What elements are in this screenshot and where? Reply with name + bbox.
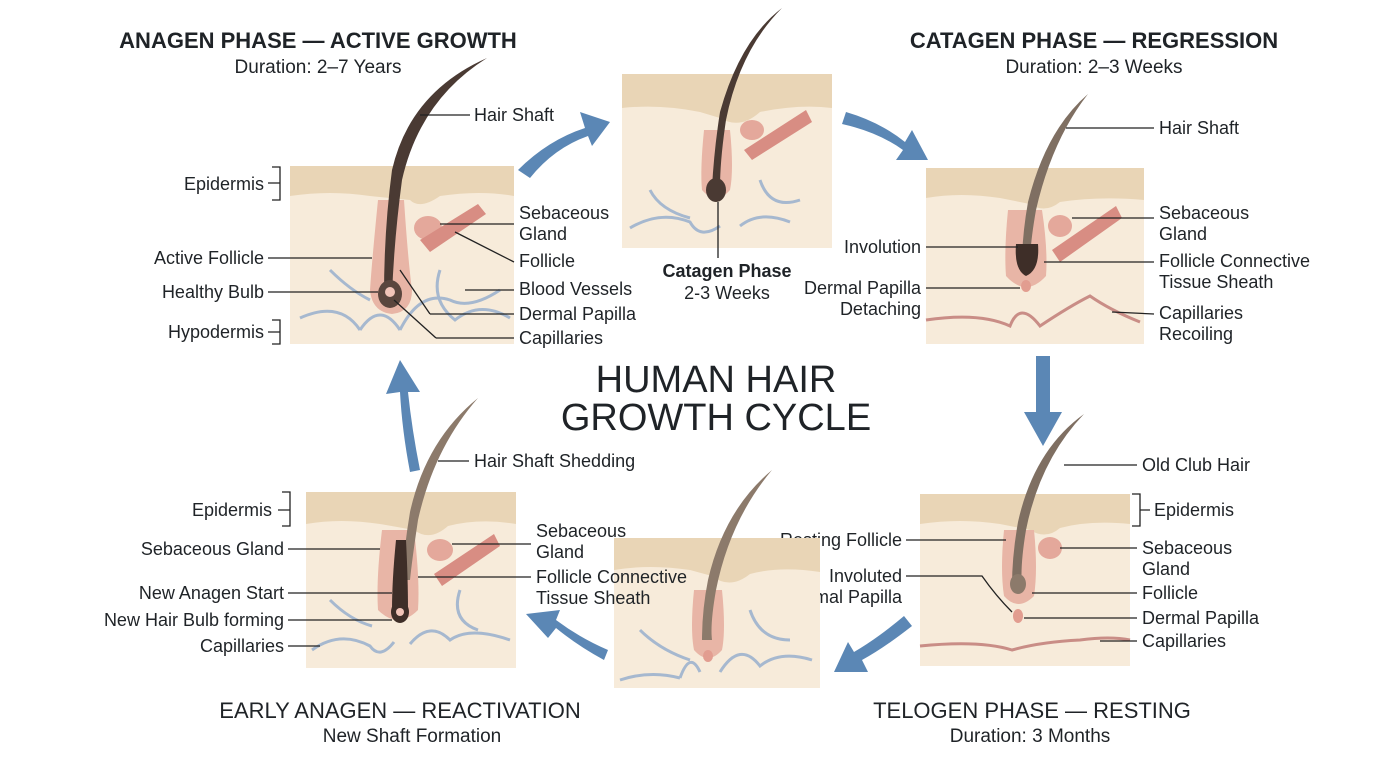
telogen-label-capillaries: Capillaries xyxy=(1142,631,1226,651)
anagen-label-healthy-bulb: Healthy Bulb xyxy=(162,282,264,302)
catagen-dermal-papilla xyxy=(1021,280,1031,292)
anagen-label-epidermis: Epidermis xyxy=(184,174,264,194)
catagen-mini-caption: Catagen Phase xyxy=(662,261,791,281)
early-label-new-anagen-start: New Anagen Start xyxy=(139,583,284,603)
early-label-capillaries: Capillaries xyxy=(200,636,284,656)
diagram-title-line1: HUMAN HAIR xyxy=(596,359,837,401)
anagen-label-blood-vessels: Blood Vessels xyxy=(519,279,632,299)
telogen-label-sebaceous-1: Sebaceous xyxy=(1142,538,1232,558)
early-old-shaft xyxy=(402,398,478,580)
anagen-label-hypodermis: Hypodermis xyxy=(168,322,264,342)
anagen-epidermis xyxy=(290,166,514,205)
early-anagen-panel: Hair Shaft Shedding Epidermis Sebaceous … xyxy=(104,398,687,747)
telogen-mini-panel xyxy=(614,470,820,688)
early-new-shaft xyxy=(392,540,408,610)
anagen-duration: Duration: 2–7 Years xyxy=(235,57,402,78)
early-label-sebaceous-1: Sebaceous xyxy=(536,521,626,541)
catagen-panel: CATAGEN PHASE — REGRESSION Duration: 2–3… xyxy=(804,28,1310,344)
catagen-mini-muscle xyxy=(744,110,812,160)
telogen-label-dermal-papilla: Dermal Papilla xyxy=(1142,608,1260,628)
early-label-new-bulb: New Hair Bulb forming xyxy=(104,610,284,630)
catagen-label-fcts-1: Follicle Connective xyxy=(1159,251,1310,271)
early-sebaceous xyxy=(427,539,453,561)
catagen-mini-sebaceous xyxy=(740,120,764,140)
telogen-title: TELOGEN PHASE — RESTING xyxy=(873,698,1191,723)
telogen-sebaceous xyxy=(1038,537,1062,559)
catagen-mini-duration: 2-3 Weeks xyxy=(684,283,770,303)
arrow-catagen-to-telogen xyxy=(1024,356,1062,446)
catagen-label-dp-2: Detaching xyxy=(840,299,921,319)
catagen-muscle xyxy=(1052,206,1122,262)
early-label-sebaceous-gland: Sebaceous Gland xyxy=(141,539,284,559)
mini-bottom-vessels xyxy=(619,609,813,682)
anagen-label-sebaceous-2: Gland xyxy=(519,224,567,244)
telogen-label-involuted-1: Involuted xyxy=(829,566,902,586)
anagen-vessels xyxy=(299,268,511,331)
arrow-early-to-anagen-low xyxy=(526,610,608,660)
catagen-duration: Duration: 2–3 Weeks xyxy=(1005,57,1182,78)
anagen-arrector-muscle xyxy=(420,204,486,252)
catagen-label-sebaceous-2: Gland xyxy=(1159,224,1207,244)
telogen-dermal-papilla xyxy=(1013,609,1023,623)
early-label-epidermis: Epidermis xyxy=(192,500,272,520)
catagen-label-sebaceous-1: Sebaceous xyxy=(1159,203,1249,223)
catagen-label-involution: Involution xyxy=(844,237,921,257)
anagen-label-active-follicle: Active Follicle xyxy=(154,248,264,268)
early-papilla xyxy=(396,608,404,616)
anagen-label-capillaries: Capillaries xyxy=(519,328,603,348)
telogen-capillaries xyxy=(919,636,1131,652)
catagen-title: CATAGEN PHASE — REGRESSION xyxy=(910,28,1278,53)
mini-bottom-hair xyxy=(702,470,772,640)
telogen-label-old-club-hair: Old Club Hair xyxy=(1142,455,1250,475)
arrow-early-to-anagen-up xyxy=(386,360,420,472)
anagen-label-dermal-papilla: Dermal Papilla xyxy=(519,304,637,324)
anagen-title: ANAGEN PHASE — ACTIVE GROWTH xyxy=(119,28,517,53)
early-label-fcts-2: Tissue Sheath xyxy=(536,588,650,608)
early-title: EARLY ANAGEN — REACTIVATION xyxy=(219,698,580,723)
anagen-label-hair-shaft: Hair Shaft xyxy=(474,105,554,125)
anagen-label-sebaceous-1: Sebaceous xyxy=(519,203,609,223)
anagen-panel: ANAGEN PHASE — ACTIVE GROWTH Duration: 2… xyxy=(119,28,637,348)
early-muscle xyxy=(434,534,500,586)
catagen-mini-bulb xyxy=(706,178,726,202)
arrow-telogen-to-early xyxy=(834,616,912,672)
catagen-mini-panel: Catagen Phase 2-3 Weeks xyxy=(622,8,832,303)
catagen-mini-hair xyxy=(712,8,782,188)
catagen-label-cap-1: Capillaries xyxy=(1159,303,1243,323)
catagen-label-dp-1: Dermal Papilla xyxy=(804,278,922,298)
arrow-anagen-to-catagen xyxy=(518,112,610,178)
catagen-label-cap-2: Recoiling xyxy=(1159,324,1233,344)
catagen-label-hair-shaft: Hair Shaft xyxy=(1159,118,1239,138)
telogen-label-epidermis: Epidermis xyxy=(1154,500,1234,520)
catagen-capillaries xyxy=(925,294,1141,329)
early-subtitle: New Shaft Formation xyxy=(323,726,501,747)
catagen-label-fcts-2: Tissue Sheath xyxy=(1159,272,1273,292)
early-label-hair-shaft-shedding: Hair Shaft Shedding xyxy=(474,451,635,471)
telogen-club xyxy=(1010,574,1026,594)
arrow-catagen-to-regression xyxy=(842,112,928,160)
catagen-mini-vessels xyxy=(629,179,801,234)
anagen-dermal-papilla xyxy=(385,287,395,297)
early-label-sebaceous-2: Gland xyxy=(536,542,584,562)
telogen-label-follicle: Follicle xyxy=(1142,583,1198,603)
early-vessels xyxy=(311,589,511,654)
early-label-fcts-1: Follicle Connective xyxy=(536,567,687,587)
telogen-label-sebaceous-2: Gland xyxy=(1142,559,1190,579)
catagen-sebaceous xyxy=(1048,215,1072,237)
mini-bottom-papilla xyxy=(703,650,713,662)
telogen-duration: Duration: 3 Months xyxy=(950,726,1111,747)
anagen-label-follicle: Follicle xyxy=(519,251,575,271)
diagram-title-line2: GROWTH CYCLE xyxy=(561,397,871,439)
cycle-arrows xyxy=(386,112,1062,672)
telogen-panel: Old Club Hair Epidermis Resting Follicle… xyxy=(780,414,1260,747)
telogen-hair xyxy=(1012,414,1084,586)
catagen-club xyxy=(1015,244,1039,276)
